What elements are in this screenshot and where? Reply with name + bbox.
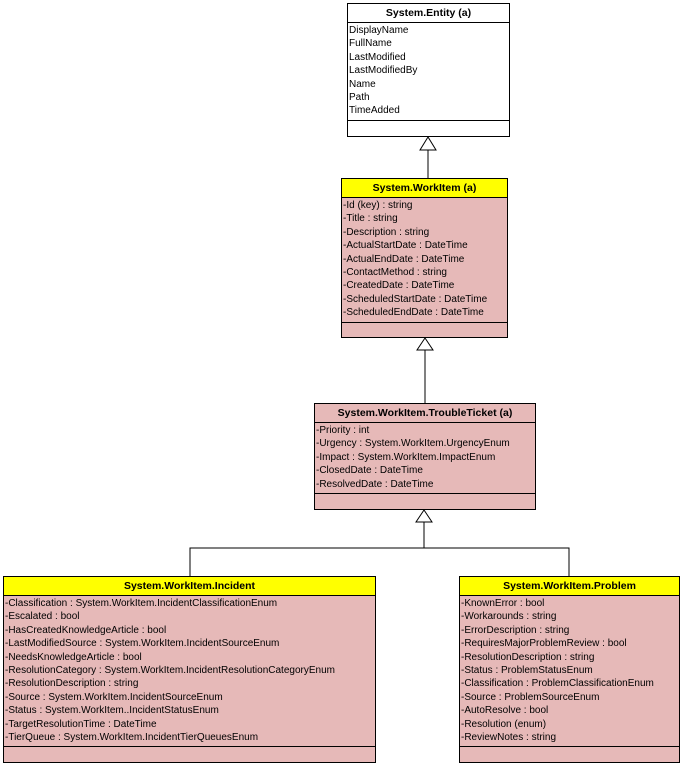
attribute: -Id (key) : string (343, 200, 413, 211)
attribute-list: -Id (key) : string -Title : string -Desc… (342, 198, 507, 323)
attribute: -ScheduledEndDate : DateTime (343, 307, 484, 319)
operations-compartment (315, 494, 535, 509)
attribute: -Resolution (enum) (461, 718, 547, 730)
attribute: -Priority : int (316, 425, 370, 436)
attribute: -Description : string (343, 226, 430, 238)
attribute: -Source : ProblemSourceEnum (461, 691, 600, 703)
workitem-generalization-arrow (416, 337, 434, 351)
attribute: -ErrorDescription : string (461, 624, 570, 636)
attribute: -HasCreatedKnowledgeArticle : bool (5, 624, 167, 636)
class-name: System.WorkItem.Problem (460, 577, 679, 596)
problem-to-troubleticket-line (424, 547, 570, 576)
class-system-workitem-incident[interactable]: System.WorkItem.Incident -Classification… (3, 576, 376, 763)
attribute: LastModified (349, 51, 406, 63)
attribute: -AutoResolve : bool (461, 705, 549, 717)
attribute: -ResolutionDescription : string (461, 651, 595, 663)
attribute: -ScheduledStartDate : DateTime (343, 293, 488, 305)
attribute: -ReviewNotes : string (461, 732, 557, 744)
attribute-list: DisplayName FullName LastModified LastMo… (348, 23, 509, 121)
class-system-workitem[interactable]: System.WorkItem (a) -Id (key) : string -… (341, 178, 508, 338)
attribute: Path (349, 92, 370, 104)
attribute: -ContactMethod : string (343, 267, 447, 279)
attribute: -CreatedDate : DateTime (343, 280, 455, 292)
class-name: System.WorkItem.TroubleTicket (a) (315, 404, 535, 423)
attribute: -Title : string (343, 213, 398, 225)
attribute: -Source : System.WorkItem.IncidentSource… (5, 691, 223, 703)
attribute: Name (349, 78, 376, 90)
attribute: -ActualStartDate : DateTime (343, 240, 468, 252)
attribute: -Classification : ProblemClassificationE… (461, 678, 654, 690)
attribute: -ClosedDate : DateTime (316, 465, 423, 477)
attribute: -TargetResolutionTime : DateTime (5, 718, 157, 730)
attribute: -ActualEndDate : DateTime (343, 253, 465, 265)
attribute: -Classification : System.WorkItem.Incide… (5, 598, 278, 609)
attribute: LastModifiedBy (349, 65, 418, 77)
attribute: -KnownError : bool (461, 598, 545, 609)
attribute: -Urgency : System.WorkItem.UrgencyEnum (316, 438, 510, 450)
attribute: -Status : ProblemStatusEnum (461, 665, 593, 677)
operations-compartment (4, 747, 375, 762)
attribute: TimeAdded (349, 105, 400, 117)
class-name: System.WorkItem.Incident (4, 577, 375, 596)
attribute: DisplayName (349, 25, 409, 36)
attribute: -Escalated : bool (5, 611, 80, 623)
attribute: -Workarounds : string (461, 611, 557, 623)
attribute: -NeedsKnowledgeArticle : bool (5, 651, 142, 663)
operations-compartment (342, 323, 507, 337)
attribute: -Impact : System.WorkItem.ImpactEnum (316, 451, 496, 463)
attribute: -TierQueue : System.WorkItem.IncidentTie… (5, 732, 259, 744)
attribute: -ResolutionCategory : System.WorkItem.In… (5, 665, 335, 677)
incident-to-troubleticket-line (189, 522, 425, 576)
operations-compartment (348, 121, 509, 136)
troubleticket-generalization-arrow (415, 509, 433, 523)
attribute: -ResolutionDescription : string (5, 678, 139, 690)
attribute: FullName (349, 38, 392, 50)
attribute-list: -Classification : System.WorkItem.Incide… (4, 596, 375, 748)
class-system-workitem-troubleticket[interactable]: System.WorkItem.TroubleTicket (a) -Prior… (314, 403, 536, 510)
entity-generalization-arrow (419, 136, 437, 151)
operations-compartment (460, 747, 679, 762)
attribute: -ResolvedDate : DateTime (316, 478, 434, 490)
attribute: -RequiresMajorProblemReview : bool (461, 638, 627, 650)
class-system-entity[interactable]: System.Entity (a) DisplayName FullName L… (347, 3, 510, 137)
attribute: -LastModifiedSource : System.WorkItem.In… (5, 638, 280, 650)
attribute-list: -Priority : int -Urgency : System.WorkIt… (315, 423, 535, 495)
attribute-list: -KnownError : bool -Workarounds : string… (460, 596, 679, 748)
class-system-workitem-problem[interactable]: System.WorkItem.Problem -KnownError : bo… (459, 576, 680, 763)
attribute: -Status : System.WorkItem..IncidentStatu… (5, 705, 219, 717)
class-name: System.WorkItem (a) (342, 179, 507, 198)
class-name: System.Entity (a) (348, 4, 509, 23)
